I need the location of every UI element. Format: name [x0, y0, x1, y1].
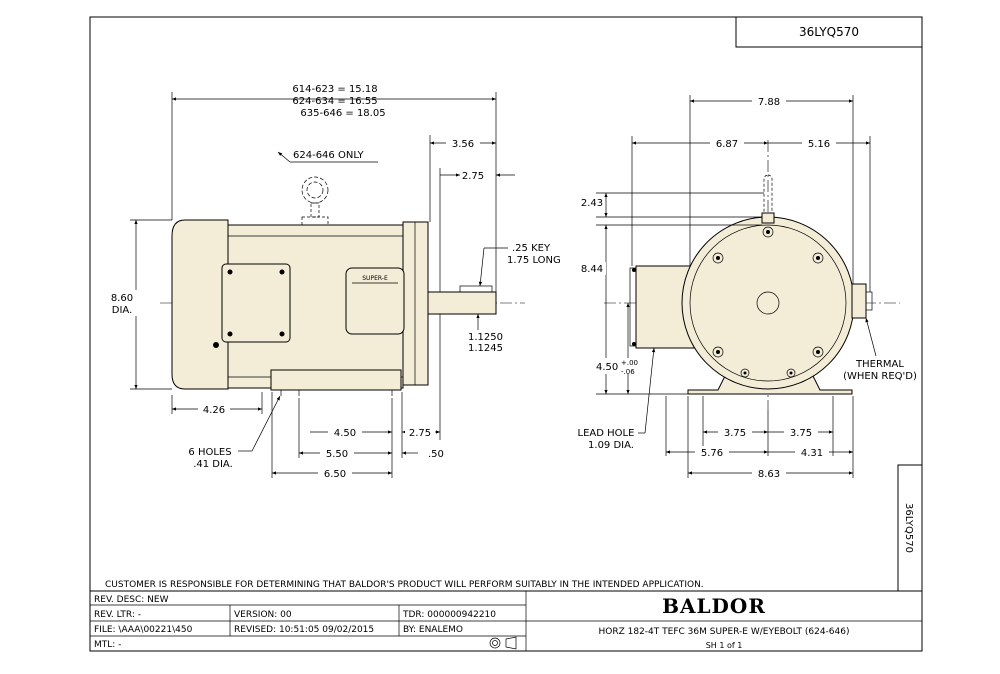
shaft-height: 4.50 [596, 362, 618, 373]
disclaimer: CUSTOMER IS RESPONSIBLE FOR DETERMINING … [105, 580, 704, 590]
dim-6-87: 6.87 [716, 139, 738, 150]
tdr-number: TDR: 000000942210 [402, 610, 496, 620]
brand-logo: BALDOR [662, 594, 766, 618]
lead-hole-1: LEAD HOLE [578, 428, 635, 439]
side-view: SUPER-E 624-646 ONLY 614-623 = 15.18 624… [110, 84, 561, 480]
version: VERSION: 00 [234, 610, 292, 620]
projection-symbol-icon [489, 636, 517, 650]
frame-dia-1: 8.60 [111, 293, 133, 304]
frame-dia-2: DIA. [112, 305, 133, 316]
shaft-dia-2: 1.1245 [468, 343, 503, 354]
overall-length-3: 635-646 = 18.05 [300, 108, 385, 119]
description: HORZ 182-4T TEFC 36M SUPER-E W/EYEBOLT (… [599, 627, 850, 637]
key-note-2: 1.75 LONG [507, 255, 561, 266]
eyebolt-note: 624-646 ONLY [293, 150, 365, 161]
drawing-number-box: 36LYQ570 [735, 16, 923, 48]
sheet-border [89, 16, 923, 652]
dim-3-56: 3.56 [452, 139, 474, 150]
dim-5-50: 5.50 [326, 449, 348, 460]
thermal-2: (WHEN REQ'D) [843, 371, 917, 382]
holes-note-1: 6 HOLES [188, 447, 231, 458]
dim-0-50: .50 [428, 449, 444, 460]
shaft-dia-1: 1.1250 [468, 332, 503, 343]
dim-8-44: 8.44 [581, 264, 603, 275]
dim-2-75-bottom: 2.75 [409, 428, 431, 439]
material: MTL: - [94, 640, 121, 650]
overall-length-2: 624-634 = 16.55 [292, 96, 377, 107]
lead-hole-2: 1.09 DIA. [588, 440, 634, 451]
title-block: REV. DESC: NEW REV. LTR: - VERSION: 00 T… [90, 590, 922, 651]
dim-3-75-b: 3.75 [790, 428, 812, 439]
dim-3-75-a: 3.75 [724, 428, 746, 439]
dim-7-88: 7.88 [758, 97, 780, 108]
dim-2-75-top: 2.75 [462, 171, 484, 182]
tol-minus: -.06 [621, 368, 635, 376]
dim-6-50: 6.50 [324, 469, 346, 480]
end-bolt-holes [712, 226, 824, 378]
thermal-1: THERMAL [855, 359, 904, 370]
side-tab-label: 36LYQ570 [903, 503, 914, 553]
drawn-by: BY: ENALEMO [403, 625, 463, 635]
dim-5-16: 5.16 [808, 139, 830, 150]
rev-ltr: REV. LTR: - [94, 610, 141, 620]
revised-date: REVISED: 10:51:05 09/02/2015 [234, 625, 374, 635]
dim-5-76: 5.76 [701, 448, 723, 459]
side-tab: 36LYQ570 [897, 464, 923, 592]
tol-plus: +.00 [621, 359, 638, 367]
dim-4-31: 4.31 [801, 448, 823, 459]
end-view: 7.88 6.87 5.16 2.43 8.44 4.50 +.00 -.06 … [578, 94, 917, 480]
file-path: FILE: \AAA\00221\450 [94, 625, 193, 635]
overall-length-1: 614-623 = 15.18 [292, 84, 377, 95]
dim-2-43: 2.43 [581, 198, 603, 209]
sheet-number: SH 1 of 1 [706, 641, 743, 650]
key-note-1: .25 KEY [512, 243, 551, 254]
holes-note-2: .41 DIA. [193, 459, 233, 470]
drawing-number: 36LYQ570 [799, 25, 859, 39]
dim-4-50: 4.50 [334, 428, 356, 439]
dim-8-63: 8.63 [758, 469, 780, 480]
nameplate-label: SUPER-E [362, 275, 388, 282]
dim-4-26: 4.26 [203, 405, 225, 416]
rev-desc: REV. DESC: NEW [94, 595, 169, 605]
